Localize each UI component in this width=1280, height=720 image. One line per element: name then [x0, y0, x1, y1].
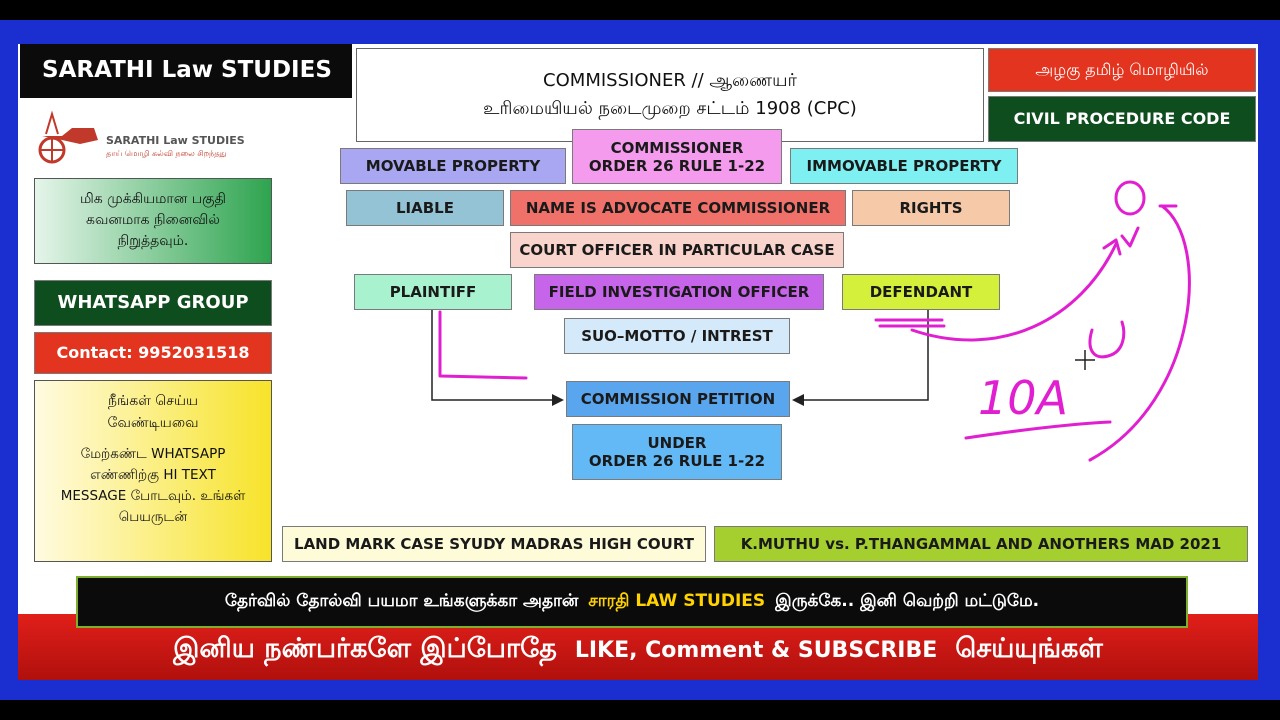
- todo-body: மேற்கண்ட WHATSAPP எண்ணிற்கு HI TEXT MESS…: [60, 446, 246, 526]
- defendant-connector: [796, 310, 929, 401]
- court-officer-box: COURT OFFICER IN PARTICULAR CASE: [510, 232, 844, 268]
- pen-figure-head: [1114, 180, 1146, 216]
- under-order-box: UNDER ORDER 26 RULE 1-22: [572, 424, 782, 480]
- rights-box: RIGHTS: [852, 190, 1010, 226]
- whatsapp-group: WHATSAPP GROUP: [34, 280, 272, 326]
- cta-post: செய்யுங்கள்: [955, 632, 1103, 664]
- commissioner-line-1: COMMISSIONER: [610, 138, 744, 157]
- tamil-tag: அழகு தமிழ் மொழியில்: [988, 48, 1256, 92]
- pen-text-10a: 10A: [978, 371, 1068, 425]
- crosshair-cursor-icon[interactable]: [1075, 350, 1095, 370]
- field-officer-box: FIELD INVESTIGATION OFFICER: [534, 274, 824, 310]
- code-tag: CIVIL PROCEDURE CODE: [988, 96, 1256, 142]
- cta-pre: இனிய நண்பர்களே இப்போதே: [173, 632, 557, 664]
- footer-msg-brand: சாரதி LAW STUDIES: [588, 591, 766, 611]
- logo-name: SARATHI Law STUDIES: [106, 134, 245, 147]
- contact-number: Contact: 9952031518: [34, 332, 272, 374]
- pen-curve-to-figure: [910, 242, 1118, 342]
- pen-curve-right: [1088, 204, 1191, 462]
- todo-title: நீங்கள் செய்ய வேண்டியவை: [107, 393, 199, 431]
- advocate-commissioner-box: NAME IS ADVOCATE COMMISSIONER: [510, 190, 846, 226]
- commissioner-line-2: ORDER 26 RULE 1-22: [588, 156, 766, 175]
- plaintiff-arrowhead: [552, 394, 564, 406]
- defendant-arrowhead: [792, 394, 804, 406]
- defendant-box: DEFENDANT: [842, 274, 1000, 310]
- pen-underline-defendant: [874, 318, 946, 328]
- logo-tagline: தாய் மொழி கல்வி நலை சிறந்தது: [106, 149, 227, 158]
- landmark-case-box: LAND MARK CASE SYUDY MADRAS HIGH COURT: [282, 526, 706, 562]
- plaintiff-box: PLAINTIFF: [354, 274, 512, 310]
- case-citation-box: K.MUTHU vs. P.THANGAMMAL AND ANOTHERS MA…: [714, 526, 1248, 562]
- important-note: மிக முக்கியமான பகுதி கவனமாக நினைவில் நிற…: [34, 178, 272, 264]
- commissioner-box: COMMISSIONER ORDER 26 RULE 1-22: [572, 129, 782, 184]
- suo-motto-box: SUO–MOTTO / INTREST: [564, 318, 790, 354]
- pen-arrowhead-2: [1120, 226, 1140, 248]
- brand-logo: SARATHI Law STUDIES தாய் மொழி கல்வி நலை …: [32, 106, 262, 168]
- header-line-1: COMMISSIONER // ஆணையர்: [543, 70, 797, 92]
- pen-stroke-plaintiff: [438, 310, 528, 380]
- footer-msg-pre: தேர்வில் தோல்வி பயமா உங்களுக்கா அதான்: [224, 591, 579, 611]
- under-line-2: ORDER 26 RULE 1-22: [588, 452, 766, 470]
- liable-box: LIABLE: [346, 190, 504, 226]
- todo-box: நீங்கள் செய்ய வேண்டியவை மேற்கண்ட WHATSAP…: [34, 380, 272, 562]
- header-line-2: உரிமையியல் நடைமுறை சட்டம் 1908 (CPC): [483, 98, 857, 119]
- immovable-property-box: IMMOVABLE PROPERTY: [790, 148, 1018, 184]
- footer-message: தேர்வில் தோல்வி பயமா உங்களுக்கா அதான் சா…: [76, 576, 1188, 628]
- brand-title: SARATHI Law STUDIES: [20, 44, 352, 98]
- chariot-icon: [38, 110, 98, 164]
- header-title-box: COMMISSIONER // ஆணையர் உரிமையியல் நடைமுற…: [356, 48, 984, 142]
- cta-mid: LIKE, Comment & SUBSCRIBE: [574, 637, 938, 663]
- commission-petition-box: COMMISSION PETITION: [566, 381, 790, 417]
- pen-loop: [1088, 320, 1126, 359]
- subscribe-cta: இனிய நண்பர்களே இப்போதே LIKE, Comment & S…: [18, 628, 1258, 672]
- plaintiff-connector: [431, 310, 560, 401]
- pen-arrowhead-1: [1102, 238, 1122, 256]
- movable-property-box: MOVABLE PROPERTY: [340, 148, 566, 184]
- pen-underline-10a: [964, 420, 1112, 440]
- footer-msg-post: இருக்கே.. இனி வெற்றி மட்டுமே.: [775, 591, 1040, 611]
- under-line-1: UNDER: [647, 434, 707, 452]
